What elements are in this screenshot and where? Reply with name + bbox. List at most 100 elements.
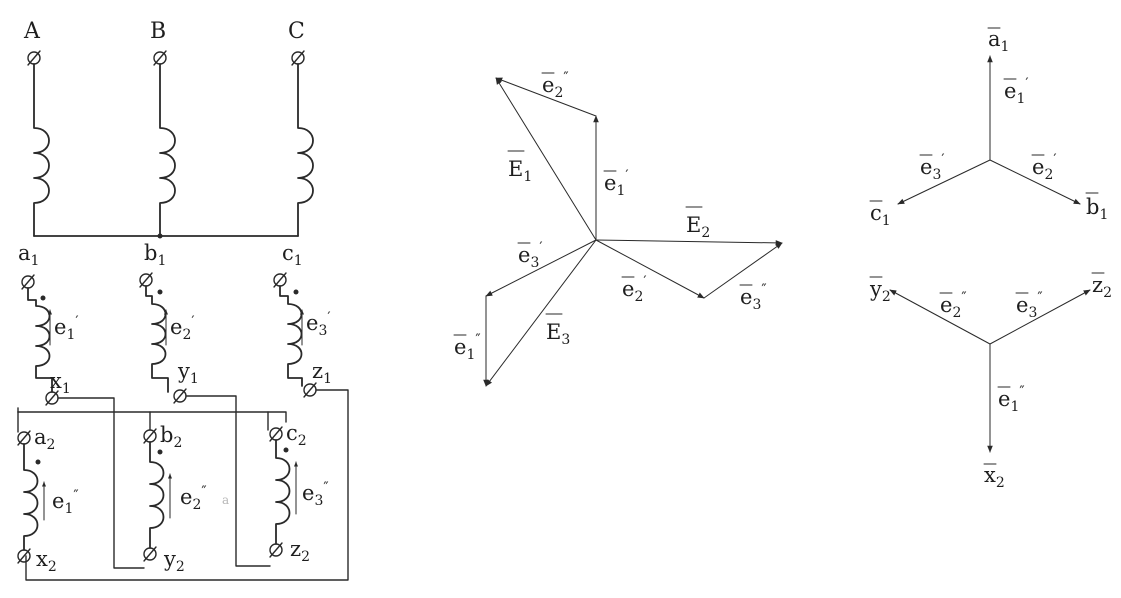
emf-label-e2-lower: e2″ — [180, 484, 207, 513]
polarity-dot-b2 — [157, 449, 163, 455]
vector-e3-double — [703, 242, 783, 299]
vector-E1 — [495, 77, 597, 241]
label-c2: c2 — [286, 421, 307, 449]
label-e1-double: e1″ — [453, 332, 481, 363]
svg-text:e1′: e1′ — [1004, 76, 1029, 107]
vector-e3-prime — [485, 239, 597, 297]
terminal-y1 — [173, 388, 187, 404]
upper-winding-c — [279, 285, 303, 387]
emf-label-e1-lower: e1″ — [52, 488, 79, 517]
wiring-diagram: A B C a1 b1 c1 — [17, 19, 349, 581]
upper-winding-a — [27, 287, 53, 393]
star-upper-diagram: a1 b1 c1 e1′ e3′ e2′ — [869, 27, 1108, 229]
cross-connections — [17, 389, 349, 581]
star-lower-label-y2: y2 — [869, 276, 891, 305]
star-upper-label-e3: e3′ — [919, 152, 945, 183]
terminal-label-a-primary: A — [23, 19, 41, 44]
zigzag-phasor-diagram: E1 E2 E3 e2″ e1′ e3′ e2′ e3″ — [453, 70, 783, 387]
star-upper-label-c1: c1 — [869, 200, 891, 229]
vector-E2 — [595, 239, 783, 246]
label-z1: z1 — [312, 359, 332, 387]
svg-text:E2: E2 — [686, 213, 710, 241]
primary-winding-c — [297, 63, 314, 237]
lower-winding-b — [149, 441, 165, 549]
primary-neutral-node — [157, 233, 163, 239]
primary-winding-b — [159, 63, 176, 237]
label-y1: y1 — [177, 359, 199, 387]
svg-text:E3: E3 — [546, 320, 570, 348]
emf-label-e2-upper: e2′ — [170, 314, 195, 343]
svg-text:a1: a1 — [988, 27, 1009, 55]
star-upper-label-b1: b1 — [1085, 192, 1108, 223]
svg-text:e2′: e2′ — [622, 274, 647, 305]
primary-terminal-a — [27, 50, 41, 66]
star-upper-label-a1: a1 — [987, 27, 1009, 55]
label-a2: a2 — [34, 425, 55, 453]
label-e2-prime: e2′ — [621, 274, 647, 305]
terminal-x1 — [45, 390, 59, 406]
svg-text:c1: c1 — [870, 201, 891, 229]
label-x1: x1 — [50, 369, 71, 397]
star-lower-diagram: y2 z2 x2 e2″ e3″ e1″ — [869, 272, 1112, 491]
svg-text:e1″: e1″ — [998, 384, 1025, 415]
label-y2: y2 — [163, 547, 185, 575]
terminal-label-b-primary: B — [150, 19, 166, 44]
star-upper-label-e1: e1′ — [1003, 76, 1029, 107]
polarity-dot-a2 — [35, 459, 41, 465]
emf-label-e1-upper: e1′ — [54, 314, 79, 343]
svg-text:e1′: e1′ — [604, 168, 629, 199]
vector-E3 — [485, 239, 597, 387]
svg-text:b1: b1 — [1086, 195, 1108, 223]
terminal-a2 — [17, 430, 31, 446]
label-E2: E2 — [685, 206, 710, 241]
label-b2: b2 — [160, 423, 182, 451]
svg-text:e3′: e3′ — [920, 152, 945, 183]
label-b1: b1 — [144, 241, 166, 269]
upper-winding-b — [145, 285, 169, 393]
terminal-b1 — [139, 272, 153, 288]
terminal-label-c-primary: C — [288, 19, 305, 44]
star-lower-vector-y2 — [889, 289, 991, 345]
primary-terminal-b — [153, 50, 167, 66]
label-c1: c1 — [282, 241, 303, 269]
star-lower-label-z2: z2 — [1091, 272, 1112, 301]
polarity-dot-c1 — [293, 289, 299, 295]
svg-text:E1: E1 — [508, 157, 532, 185]
label-E1: E1 — [507, 150, 532, 185]
svg-text:z2: z2 — [1092, 273, 1112, 301]
star-lower-label-e3: e3″ — [1015, 290, 1043, 321]
svg-text:e2″: e2″ — [542, 70, 569, 101]
terminal-z1 — [303, 382, 317, 398]
stray-mark: a — [222, 493, 229, 507]
svg-text:e2′: e2′ — [1032, 152, 1057, 183]
label-x2: x2 — [36, 547, 57, 575]
svg-text:e3″: e3″ — [740, 282, 767, 313]
vector-e2-prime — [595, 239, 705, 299]
star-upper-vector-c1 — [897, 159, 991, 205]
label-z2: z2 — [290, 537, 310, 565]
svg-text:e3′: e3′ — [518, 240, 543, 271]
label-e2-double: e2″ — [541, 70, 569, 101]
star-lower-label-e2: e2″ — [939, 290, 967, 321]
terminal-z2 — [269, 542, 283, 558]
terminal-c2 — [269, 426, 283, 442]
emf-label-e3-upper: e3′ — [306, 310, 331, 339]
label-E3: E3 — [545, 313, 570, 348]
terminal-b2 — [143, 428, 157, 444]
vector-e2-double — [495, 77, 597, 117]
terminal-x2 — [17, 548, 31, 564]
star-lower-vector-z2 — [989, 289, 1091, 345]
star-upper-vector-b1 — [989, 159, 1081, 205]
svg-text:e2″: e2″ — [940, 290, 967, 321]
lower-winding-c — [275, 439, 291, 545]
label-e3-prime: e3′ — [517, 240, 543, 271]
star-lower-label-e1: e1″ — [997, 384, 1025, 415]
terminal-y2 — [143, 546, 157, 562]
label-e1-prime: e1′ — [603, 168, 629, 199]
polarity-dot-c2 — [283, 447, 289, 453]
emf-label-e3-lower: e3″ — [302, 480, 329, 509]
label-a1: a1 — [18, 241, 39, 269]
svg-text:x2: x2 — [984, 463, 1005, 491]
star-upper-label-e2: e2′ — [1031, 152, 1057, 183]
